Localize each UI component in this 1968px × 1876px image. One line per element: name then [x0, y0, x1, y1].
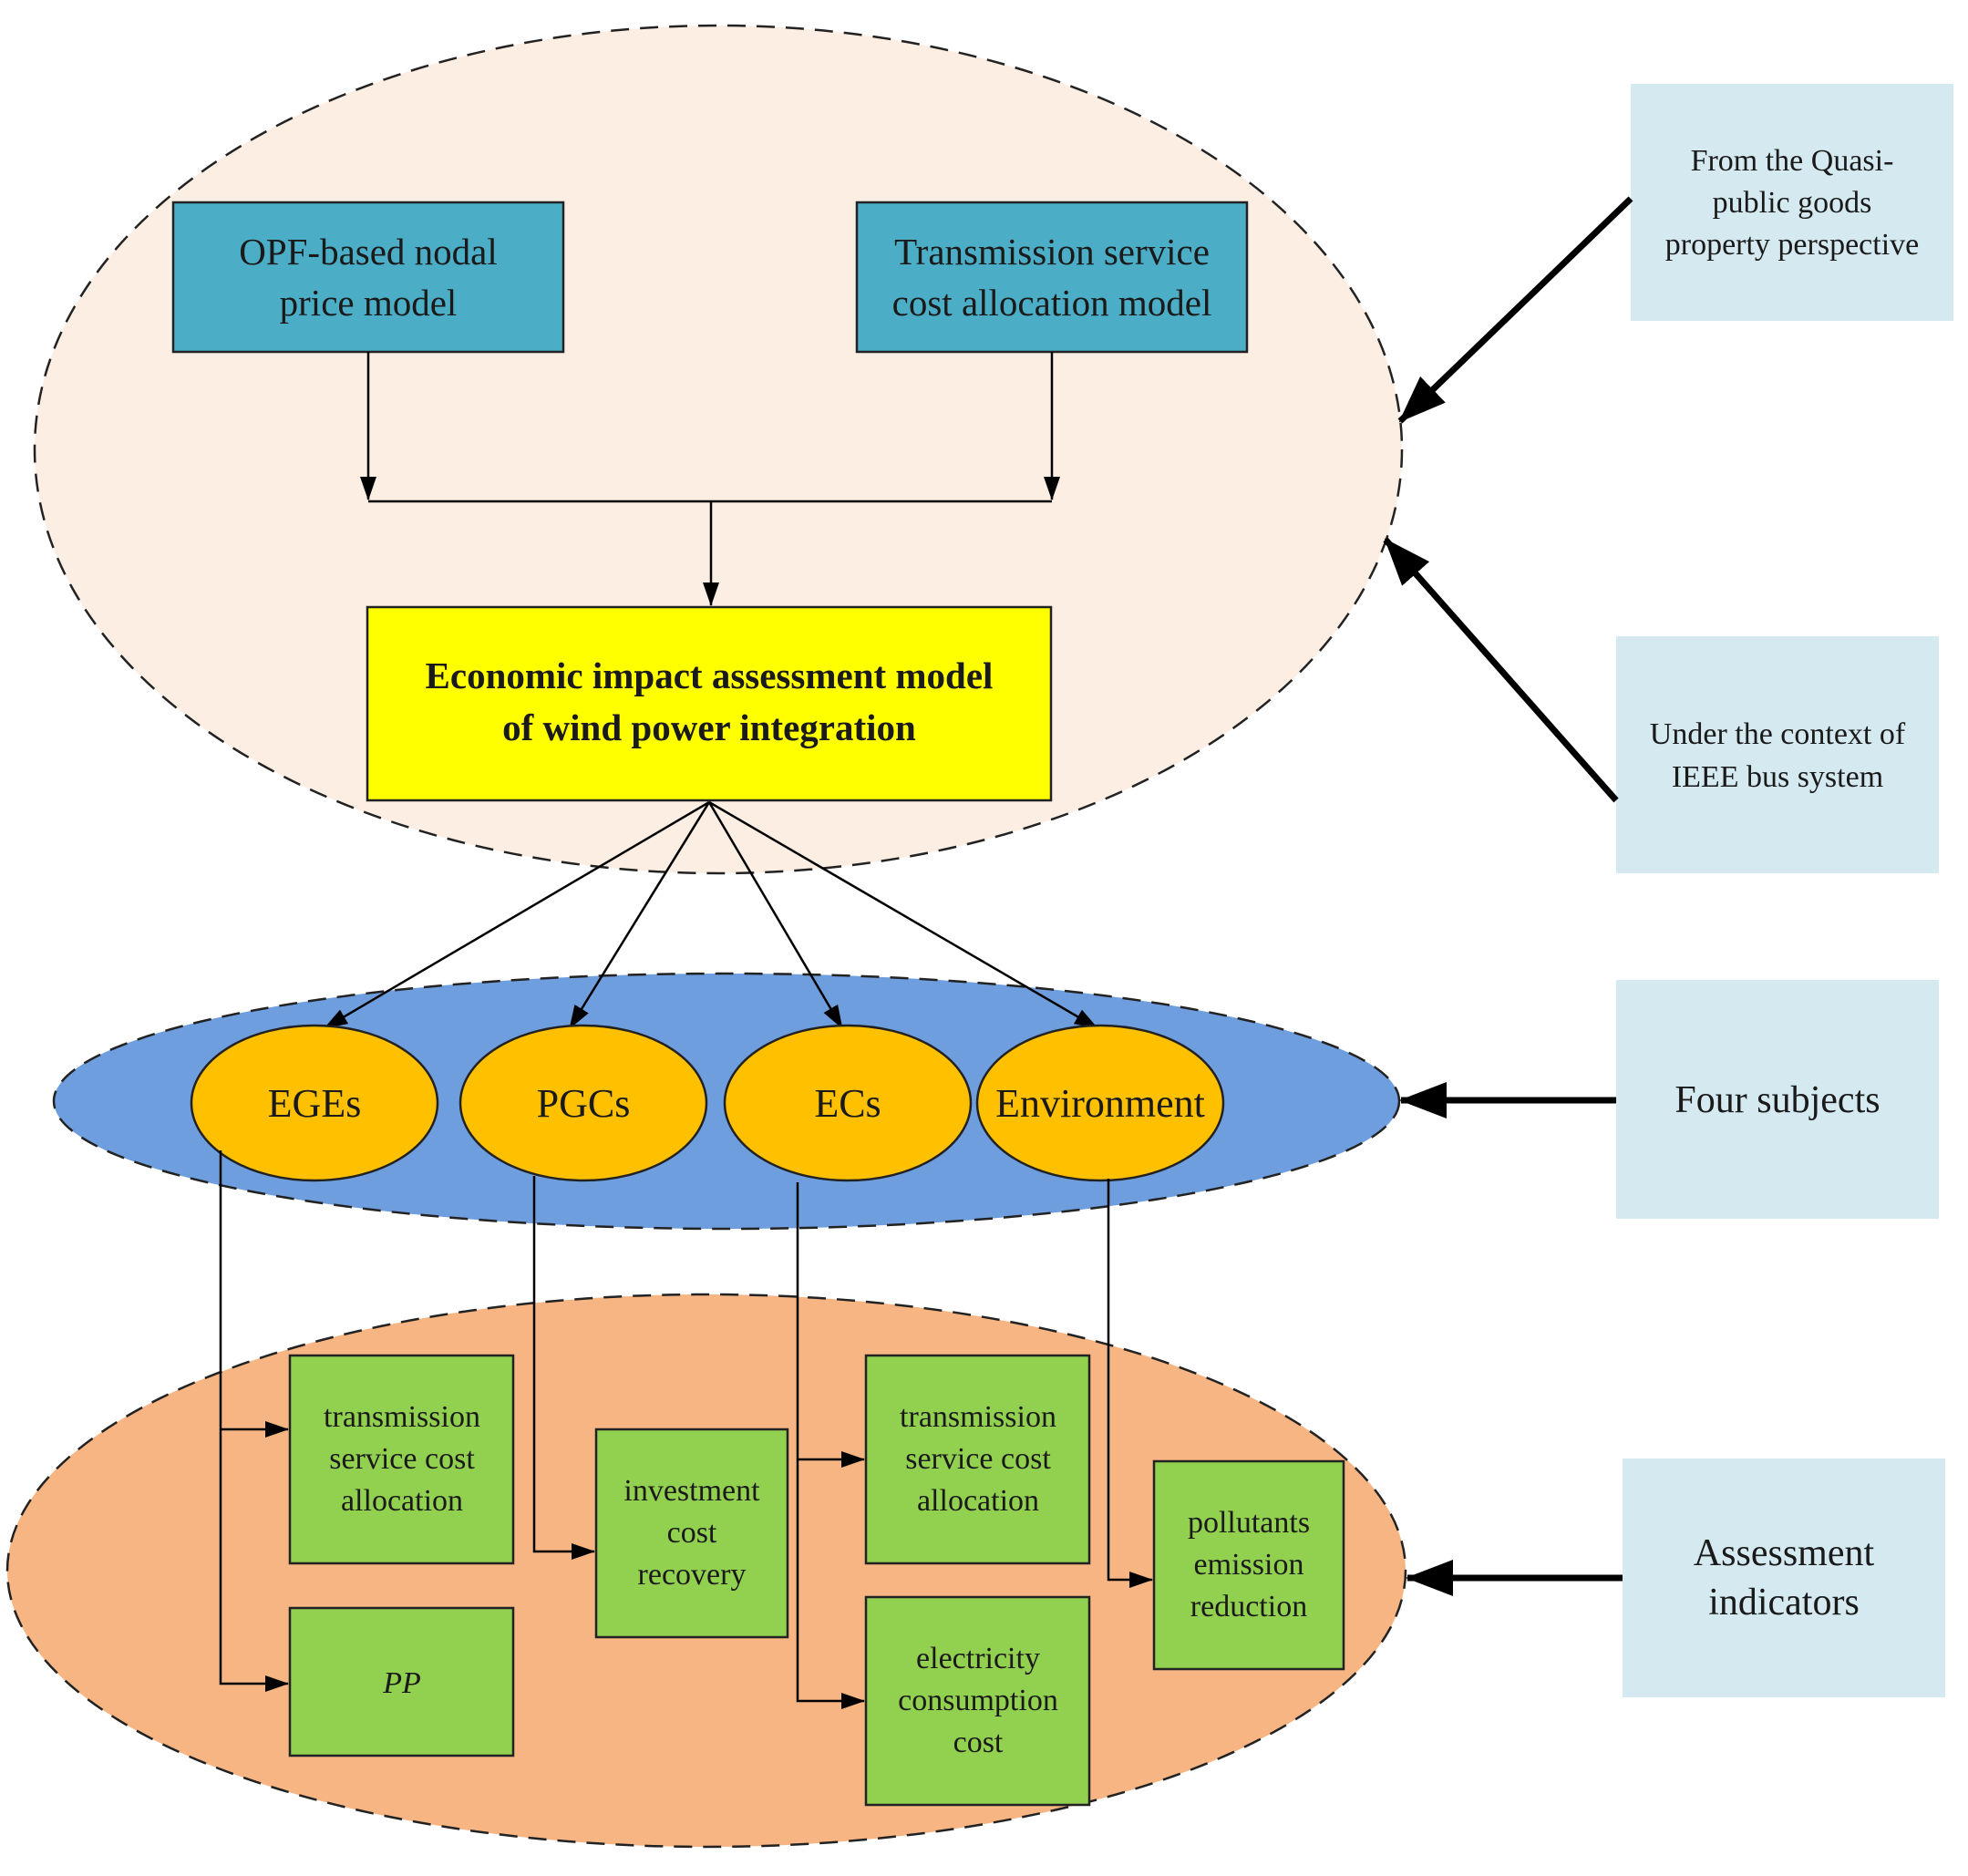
- subject-ecs-label: ECs: [814, 1081, 881, 1126]
- economic-impact-assessment-model-box: Economic impact assessment model of wind…: [366, 605, 1053, 802]
- side-label-four-subjects: Four subjects: [1616, 980, 1939, 1219]
- side-label-ieee-bus-system: Under the context of IEEE bus system: [1616, 636, 1939, 873]
- svg-text:consumption: consumption: [898, 1684, 1058, 1717]
- tsca-model-line-2: cost allocation model: [892, 282, 1212, 324]
- transmission-cost-allocation-model-box: Transmission service cost allocation mod…: [855, 201, 1249, 354]
- subject-eges-label: EGEs: [268, 1081, 362, 1126]
- svg-text:allocation: allocation: [341, 1484, 463, 1518]
- opf-model-line-1: OPF-based nodal: [239, 231, 498, 273]
- side-pointer-arrows: [1383, 196, 1633, 1596]
- opf-model-line-2: price model: [280, 282, 458, 324]
- svg-text:emission: emission: [1194, 1548, 1304, 1582]
- subject-node-eges: EGEs: [190, 1024, 439, 1182]
- side-label-quasi-public-goods: From the Quasi- public goods property pe…: [1631, 84, 1953, 321]
- svg-text:cost: cost: [953, 1726, 1004, 1759]
- side-label-assessment-indicators: Assessment indicators: [1623, 1459, 1945, 1697]
- svg-text:Four subjects: Four subjects: [1674, 1079, 1880, 1121]
- svg-text:transmission: transmission: [324, 1400, 480, 1434]
- core-model-line-1: Economic impact assessment model: [426, 655, 994, 696]
- svg-text:public goods: public goods: [1713, 186, 1872, 220]
- model-merge-connectors: [360, 352, 1060, 606]
- svg-text:PP: PP: [382, 1666, 421, 1700]
- indicator-ec-electricity-consumption-cost: electricity consumption cost: [864, 1595, 1091, 1807]
- svg-text:reduction: reduction: [1190, 1590, 1307, 1623]
- svg-text:electricity: electricity: [916, 1642, 1040, 1675]
- svg-text:From the Quasi-: From the Quasi-: [1691, 144, 1894, 178]
- indicator-pgc-investment-cost-recovery: investment cost recovery: [594, 1428, 789, 1639]
- subject-node-ecs: ECs: [723, 1024, 973, 1182]
- indicator-env-pollutants-emission-reduction: pollutants emission reduction: [1152, 1459, 1345, 1671]
- core-to-subject-arrows: [324, 800, 1098, 1030]
- svg-text:Assessment: Assessment: [1694, 1532, 1875, 1574]
- svg-text:transmission: transmission: [900, 1400, 1056, 1434]
- core-model-line-2: of wind power integration: [502, 706, 916, 748]
- indicator-ege-transmission-cost-allocation: transmission service cost allocation: [288, 1354, 515, 1565]
- svg-text:service cost: service cost: [329, 1442, 475, 1476]
- indicator-ec-transmission-cost-allocation: transmission service cost allocation: [864, 1354, 1091, 1565]
- indicator-ege-pp: PP: [288, 1606, 515, 1757]
- subject-node-pgcs: PGCs: [459, 1024, 708, 1182]
- svg-text:recovery: recovery: [638, 1558, 747, 1592]
- svg-text:property perspective: property perspective: [1665, 228, 1920, 262]
- svg-text:pollutants: pollutants: [1188, 1506, 1310, 1540]
- svg-text:investment: investment: [623, 1474, 760, 1508]
- subject-pgcs-label: PGCs: [537, 1081, 631, 1126]
- tsca-model-line-1: Transmission service: [894, 231, 1210, 273]
- subject-environment-label: Environment: [995, 1081, 1205, 1126]
- svg-text:service cost: service cost: [905, 1442, 1051, 1476]
- opf-nodal-price-model-box: OPF-based nodal price model: [171, 201, 565, 354]
- svg-text:Under the context of: Under the context of: [1650, 717, 1906, 751]
- svg-text:cost: cost: [667, 1516, 717, 1550]
- svg-text:indicators: indicators: [1708, 1582, 1860, 1623]
- subject-node-environment: Environment: [975, 1024, 1225, 1182]
- subject-to-indicator-connectors: [219, 1150, 1153, 1709]
- svg-text:allocation: allocation: [917, 1484, 1039, 1518]
- svg-text:IEEE bus system: IEEE bus system: [1672, 760, 1883, 794]
